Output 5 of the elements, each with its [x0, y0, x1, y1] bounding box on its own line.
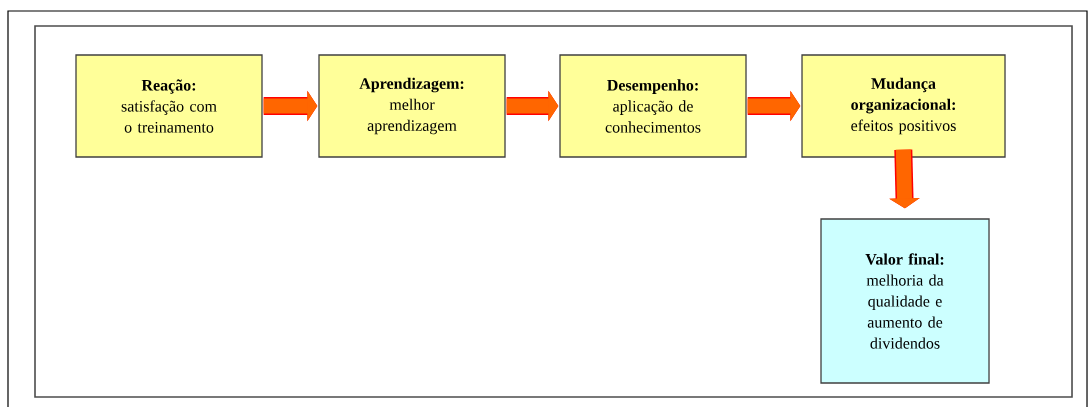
stage-box: Aprendizagem: melhor aprendizagem [318, 54, 506, 158]
stage-box: Mudança organizacional: efeitos positivos [801, 54, 1006, 158]
stage-box: Reação: satisfação com o treinamento [75, 54, 263, 158]
stage-box: Desempenho: aplicação de conhecimentos [559, 54, 747, 158]
stage-box: Valor final: melhoria da qualidade e aumento de dividendos [820, 218, 990, 384]
